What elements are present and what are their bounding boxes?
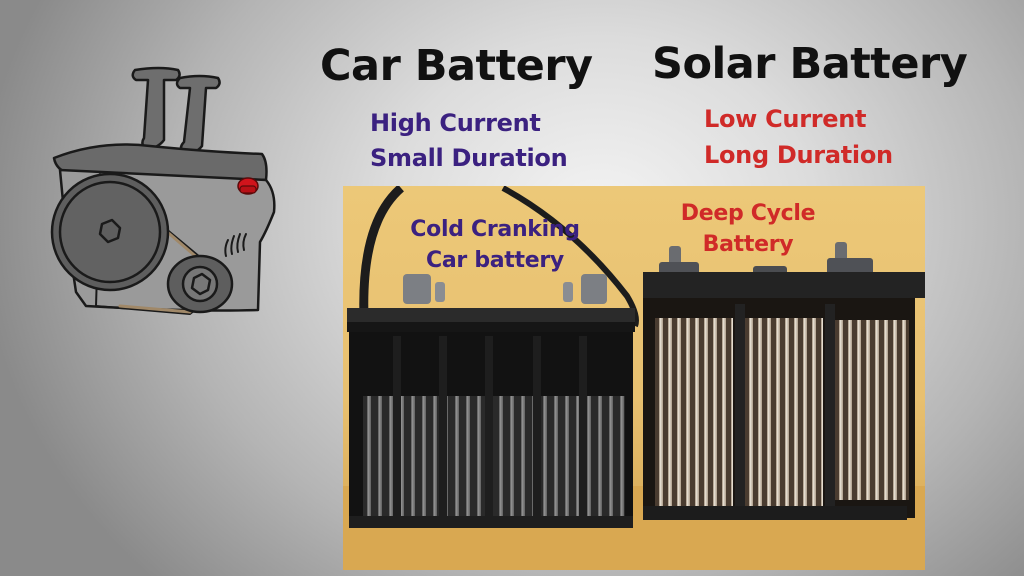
deep-cycle-line1: Deep Cycle xyxy=(680,201,816,226)
solar-battery-title: Solar Battery xyxy=(652,39,968,89)
deep-cycle-line2: Battery xyxy=(702,232,794,257)
car-battery-duration: Small Duration xyxy=(370,144,568,172)
deep-cycle-label: Deep Cycle Battery xyxy=(673,198,823,260)
car-battery-title: Car Battery xyxy=(320,41,593,91)
car-battery-current: High Current xyxy=(370,109,541,137)
battery-cutaway-photo: Cold Cranking Car battery Deep Cycle Bat… xyxy=(343,186,925,570)
cold-cranking-line2: Car battery xyxy=(426,248,564,273)
solar-battery-duration: Long Duration xyxy=(704,141,893,169)
solar-battery-current: Low Current xyxy=(704,105,867,133)
cold-cranking-label: Cold Cranking Car battery xyxy=(395,214,595,276)
engine-icon xyxy=(50,66,276,315)
engine-illustration xyxy=(40,62,280,322)
battery-photo-graphic xyxy=(343,186,925,570)
cold-cranking-line1: Cold Cranking xyxy=(410,217,580,242)
